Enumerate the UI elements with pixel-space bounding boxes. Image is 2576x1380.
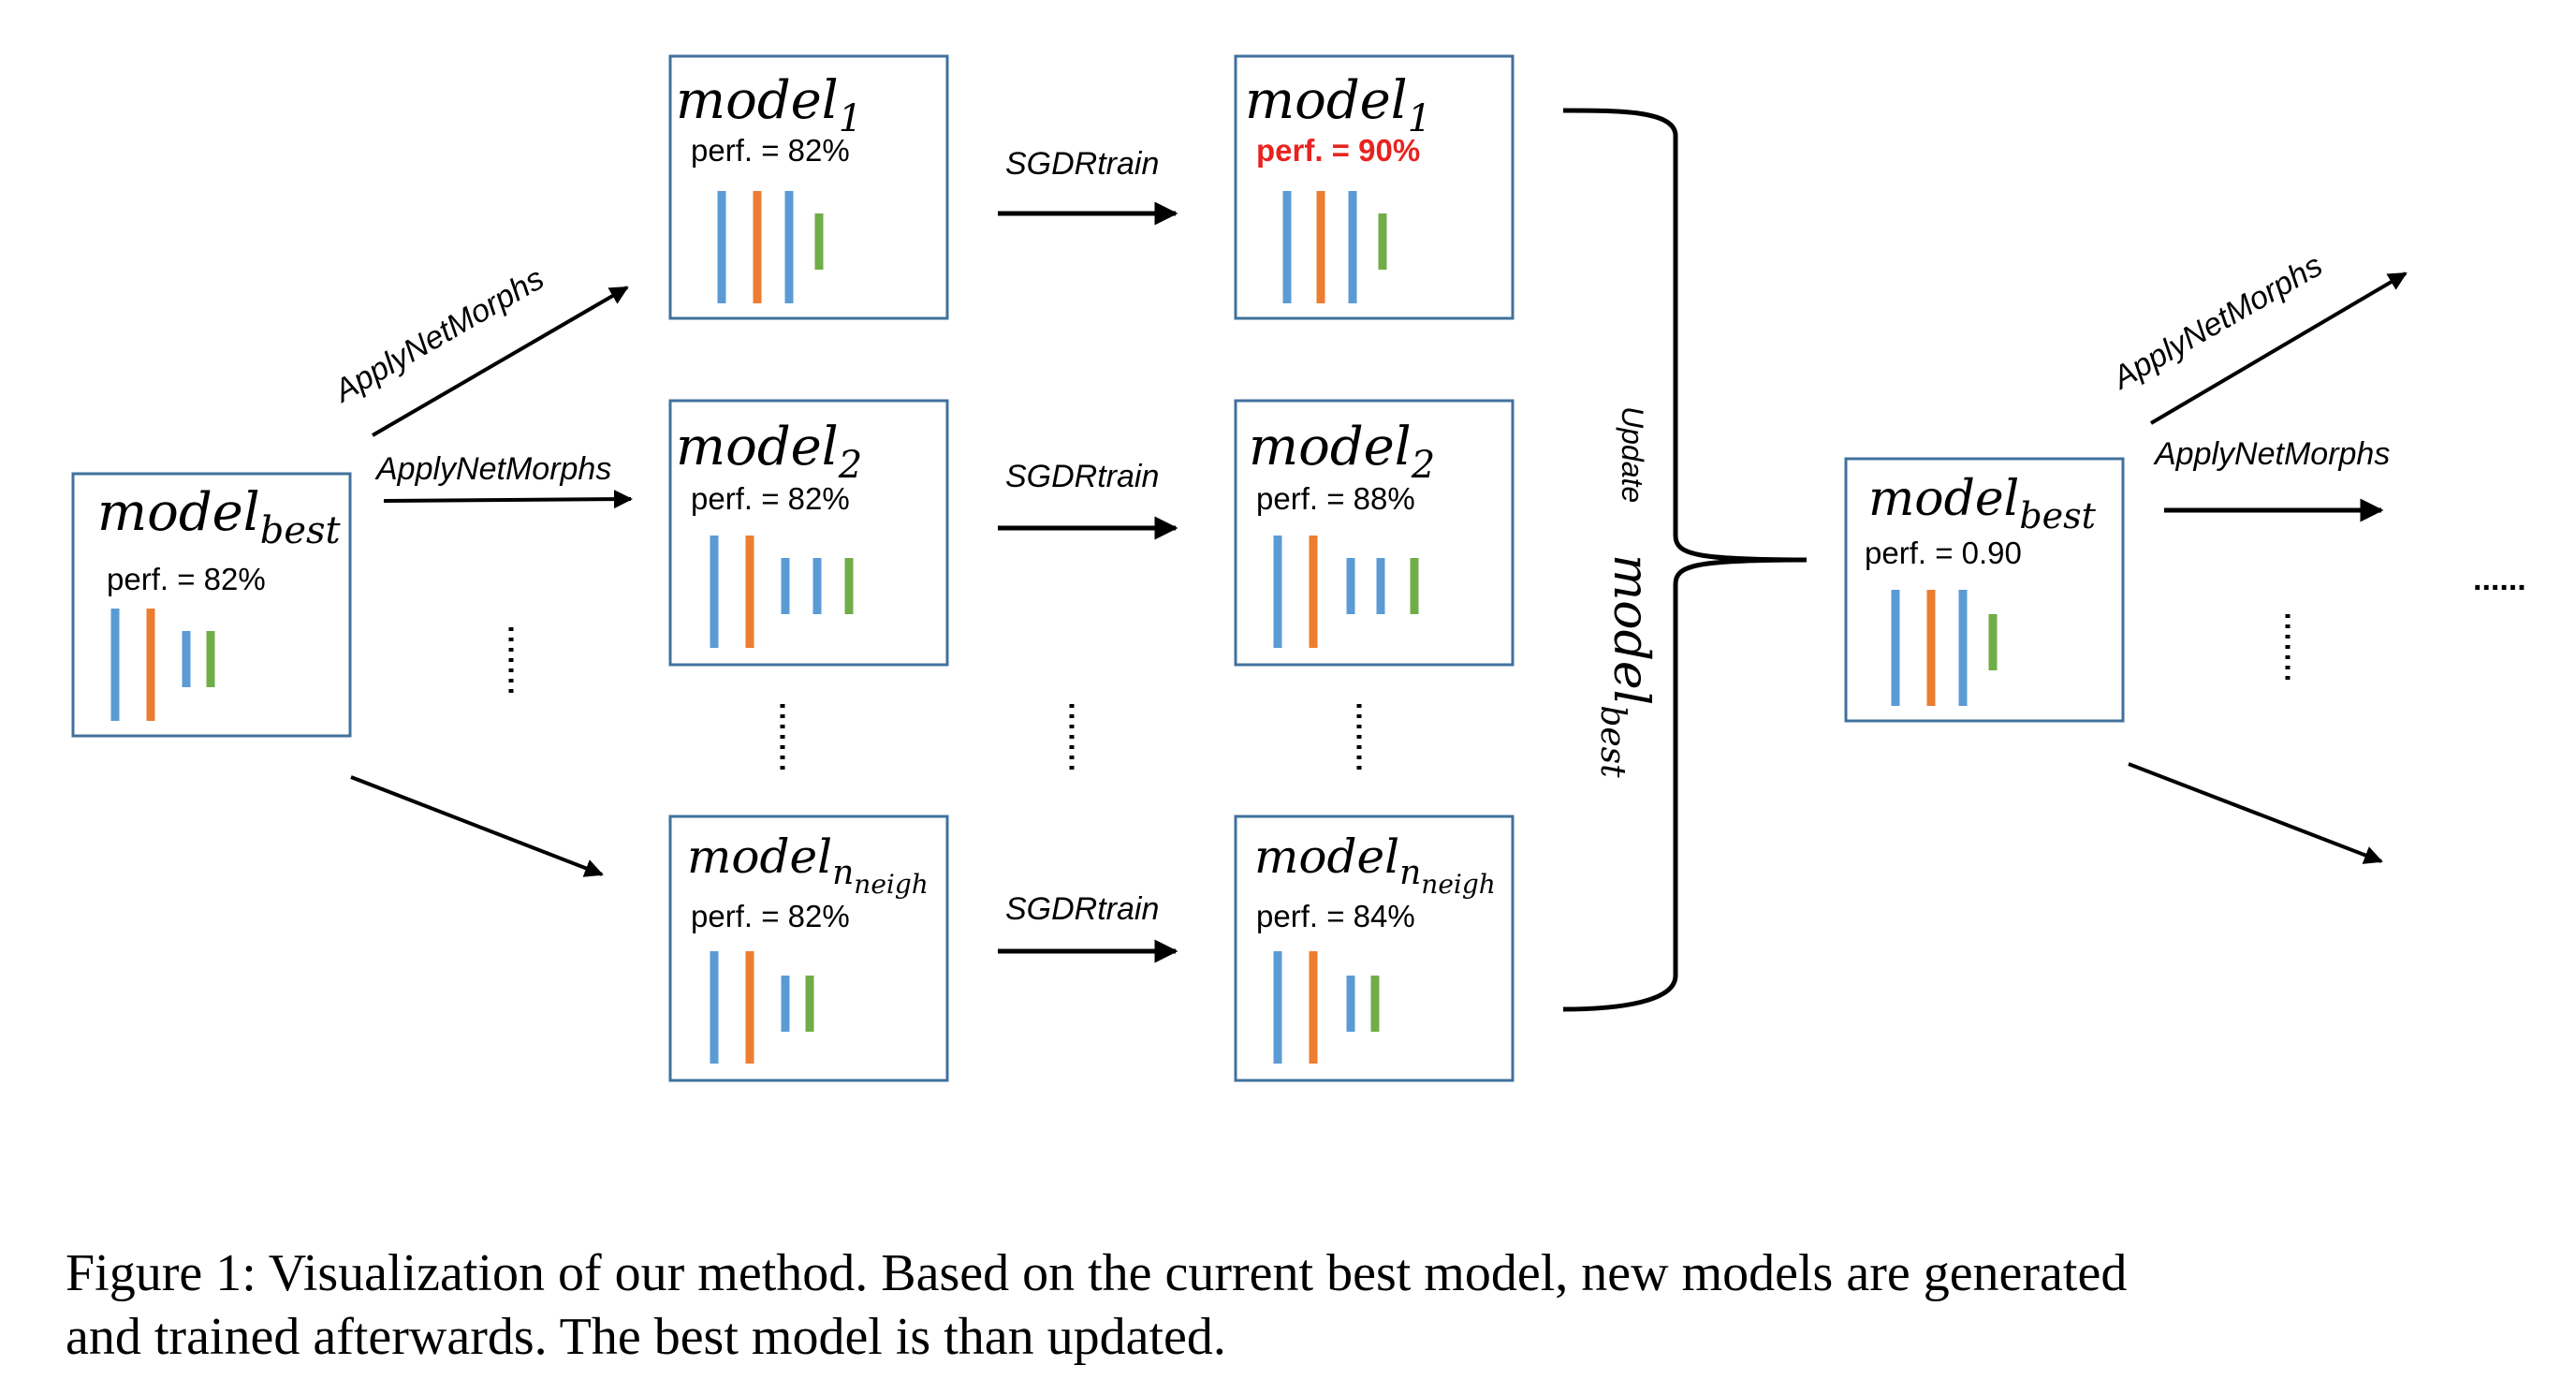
label-applynetmorphs-out-2: ApplyNetMorphs xyxy=(2153,436,2390,472)
label-update: Update xyxy=(1616,406,1649,503)
col2-model-2-box: model2 perf. = 88% xyxy=(1234,399,1515,667)
model-name: model1 xyxy=(1245,70,1431,140)
model-best-output-box: modelbest perf. = 0.90 xyxy=(1844,457,2125,723)
arrow-applynetmorphs-1 xyxy=(371,286,629,437)
col1-model-1-box: model1 perf. = 82% xyxy=(668,54,949,320)
model-box-border xyxy=(1234,54,1515,320)
col1-model-2-box: model2 perf. = 82% xyxy=(668,399,949,667)
label-update-model-best: modelbest xyxy=(1593,554,1659,778)
model-name: model2 xyxy=(1249,417,1435,487)
col2-model-1-box: model1 perf. = 90% xyxy=(1234,54,1515,320)
model-box-border xyxy=(668,54,949,320)
caption-line-1: Figure 1: Visualization of our method. B… xyxy=(66,1244,2127,1302)
caption-line-2: and trained afterwards. The best model i… xyxy=(66,1308,1226,1366)
model-name: modelnneigh xyxy=(687,829,929,900)
model-perf: perf. = 82% xyxy=(691,899,850,933)
arrow-applynetmorphs-out-1 xyxy=(2149,272,2408,425)
model-perf: perf. = 82% xyxy=(691,481,850,516)
model-perf-highlight: perf. = 90% xyxy=(1256,133,1420,168)
label-sgdrtrain-1: SGDRtrain xyxy=(1005,146,1159,182)
model-name: modelnneigh xyxy=(1254,829,1496,900)
model-name: modelbest xyxy=(97,482,342,552)
label-applynetmorphs-2: ApplyNetMorphs xyxy=(374,451,611,487)
arrow-to-model-neigh xyxy=(350,775,604,877)
model-name: model2 xyxy=(676,417,862,487)
label-applynetmorphs-1: ApplyNetMorphs xyxy=(327,260,549,410)
model-name: model1 xyxy=(676,70,862,140)
arrow-out-3 xyxy=(2128,762,2383,864)
label-sgdrtrain-2: SGDRtrain xyxy=(1005,459,1159,494)
model-perf: perf. = 0.90 xyxy=(1865,536,2022,570)
model-best-input-box: modelbest perf. = 82% xyxy=(71,472,352,738)
trailing-ellipsis: ...... xyxy=(2473,562,2526,597)
label-sgdrtrain-3: SGDRtrain xyxy=(1005,891,1159,927)
arrow-applynetmorphs-2 xyxy=(383,490,633,509)
label-applynetmorphs-out-1: ApplyNetMorphs xyxy=(2105,247,2328,397)
update-brace xyxy=(1562,108,1808,1012)
model-perf: perf. = 88% xyxy=(1256,481,1415,516)
col1-model-neigh-box: modelnneigh perf. = 82% xyxy=(668,815,949,1082)
model-name: modelbest xyxy=(1868,471,2097,536)
col2-model-neigh-box: modelnneigh perf. = 84% xyxy=(1234,815,1515,1082)
model-perf: perf. = 84% xyxy=(1256,899,1415,933)
model-perf: perf. = 82% xyxy=(107,562,266,596)
model-perf: perf. = 82% xyxy=(691,133,850,168)
